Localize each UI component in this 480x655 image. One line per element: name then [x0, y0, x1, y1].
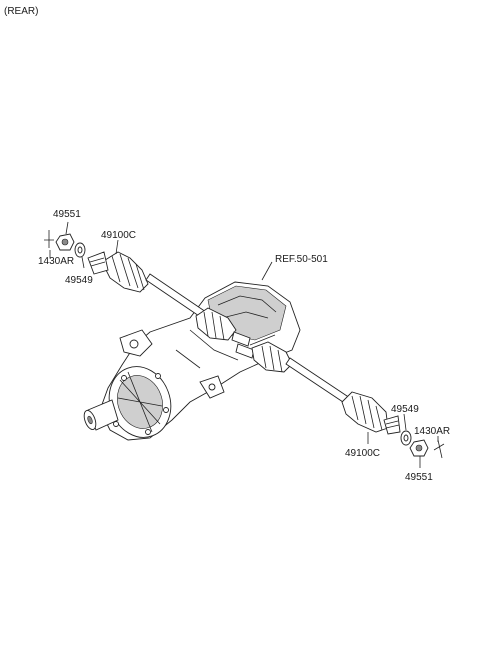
callout-49549-right: 49549	[391, 404, 419, 415]
left-hardware	[44, 230, 86, 258]
left-drive-shaft	[87, 251, 251, 347]
callout-49100c-right: 49100C	[345, 448, 380, 459]
callout-49549-left: 49549	[65, 275, 93, 286]
right-hardware	[400, 430, 445, 459]
leader-lines	[49, 221, 439, 468]
callout-ref-50-501: REF.50-501	[275, 254, 328, 265]
differential-housing	[83, 281, 301, 441]
right-drive-shaft	[235, 341, 401, 435]
page-title: (REAR)	[4, 6, 38, 17]
callout-1430ar-right: 1430AR	[414, 426, 450, 437]
callout-49551-left: 49551	[53, 209, 81, 220]
callout-49551-right: 49551	[405, 472, 433, 483]
callout-1430ar-left: 1430AR	[38, 256, 74, 267]
callout-49100c-left: 49100C	[101, 230, 136, 241]
